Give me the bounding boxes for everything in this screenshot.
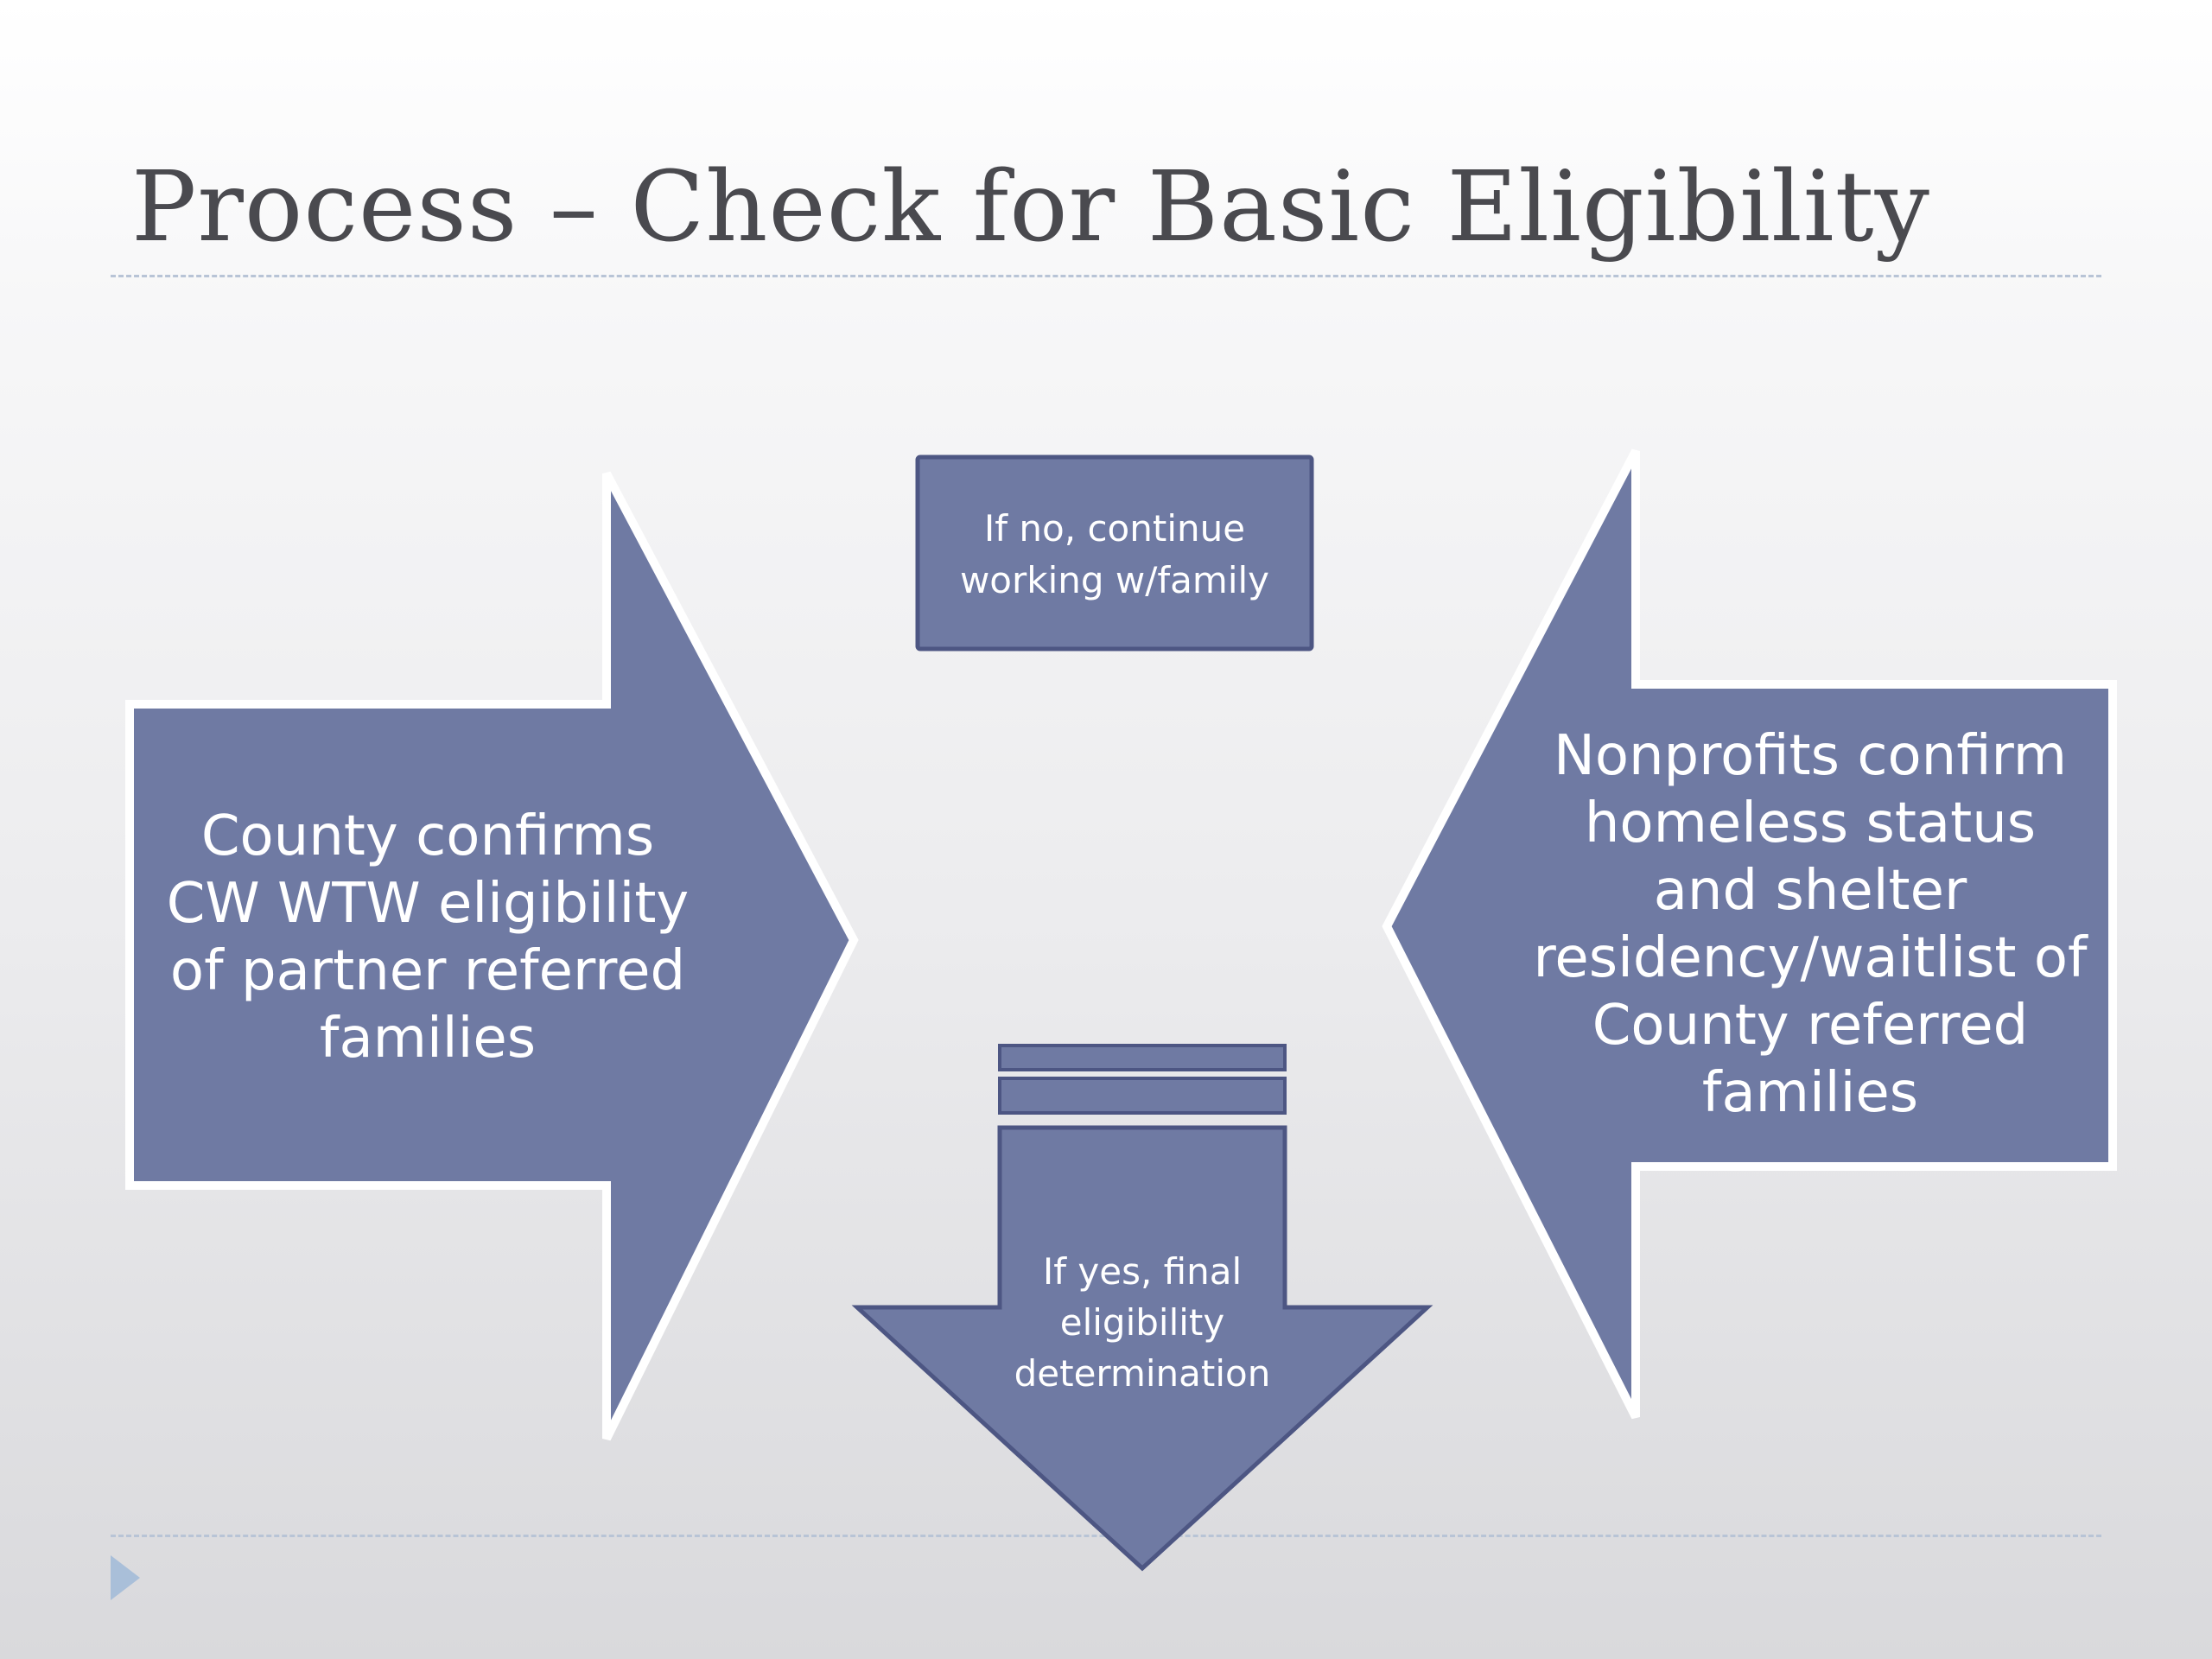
right-arrow-label: Nonprofits confirm homeless status and s… (1533, 724, 2088, 1125)
title-divider (111, 275, 2101, 277)
left-arrow-label: County confirms CW WTW eligibility of pa… (166, 804, 690, 1071)
top-box-label: If no, continue working w/family (959, 507, 1270, 601)
top-box-shape (915, 454, 1314, 652)
slide-title: Process – Check for Basic Eligibility (131, 151, 1930, 264)
down-arrow-label: If yes, final eligibility determination (1014, 1249, 1271, 1395)
play-triangle-icon[interactable] (111, 1555, 140, 1600)
down-arrow-shape (851, 1125, 1433, 1572)
right-arrow-shape (1382, 448, 2117, 1420)
down-arrow-stripe-middle (998, 1077, 1287, 1115)
down-arrow-stripe-top (998, 1044, 1287, 1071)
left-arrow-shape (125, 471, 859, 1441)
